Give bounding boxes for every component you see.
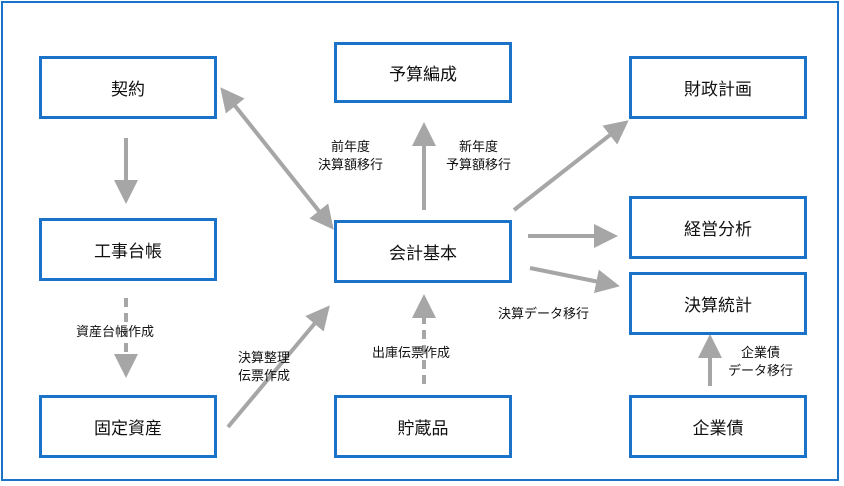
node-contract: 契約 [39, 56, 217, 119]
node-corporate-bonds: 企業債 [629, 395, 807, 458]
label-new-year-budget: 新年度予算額移行 [446, 140, 512, 173]
label-issue-slip: 出庫伝票作成 [372, 346, 451, 361]
node-settlement-stats: 決算統計 [629, 272, 807, 335]
label-bond-data: 企業債データ移行 [728, 346, 794, 379]
label-prev-year-settlement: 前年度決算額移行 [318, 140, 384, 173]
arrow-accounting-base-to-settlement-stats [529, 266, 620, 294]
node-stored-goods: 貯蔵品 [334, 395, 512, 458]
arrow-contract-accounting-base [220, 87, 334, 230]
node-fixed-assets: 固定資産 [39, 395, 217, 458]
node-accounting-base: 会計基本 [334, 220, 512, 283]
label-settlement-adjust: 決算整理伝票作成 [238, 351, 291, 384]
node-budget: 予算編成 [334, 42, 512, 103]
node-finance-plan: 財政計画 [629, 56, 807, 119]
label-settlement-data: 決算データ移行 [498, 307, 590, 322]
arrow-fixed-assets-to-accounting-base [226, 305, 330, 429]
label-asset-ledger: 資産台帳作成 [76, 325, 155, 340]
arrow-accounting-base-to-finance-plan [512, 120, 629, 212]
node-construction-ledger: 工事台帳 [39, 218, 217, 281]
node-management-analysis: 経営分析 [629, 196, 807, 259]
